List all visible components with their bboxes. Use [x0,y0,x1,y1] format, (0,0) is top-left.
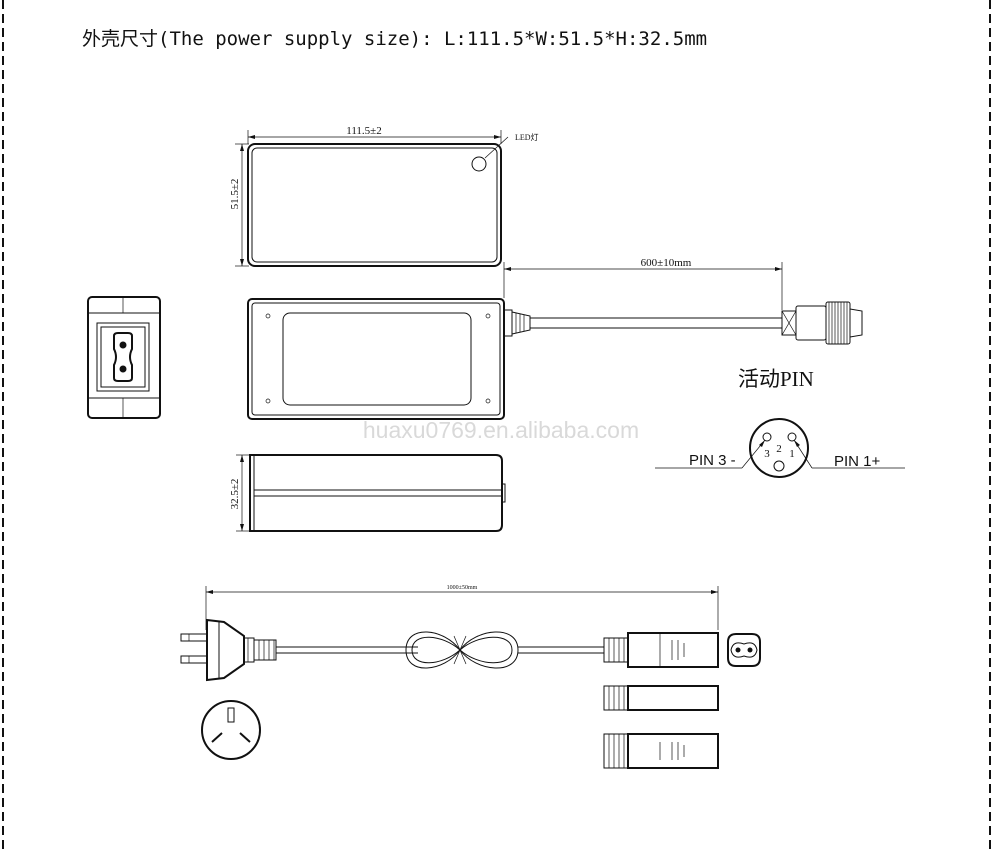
dc-cable-dimension: 600±10mm [641,257,692,269]
top-view: 111.5±2 51.5±2 LED灯 [229,125,539,267]
pin1-label: PIN 1+ [834,453,881,470]
height-view: 32.5±2 [229,454,506,532]
connector-face [749,418,809,478]
pin-connector-diagram: 活动PIN 3 2 1 PIN 3 - PIN 1+ [655,367,905,478]
watermark: huaxu0769.en.alibaba.com [363,417,639,443]
height-dimension: 32.5±2 [229,479,241,510]
pin-2 [773,460,785,472]
front-view: 600±10mm [247,257,863,420]
pin-number-3: 3 [764,448,770,460]
ac-power-cord: 1000±50mm [180,585,761,769]
width-dimension: 51.5±2 [229,179,241,210]
c7-face [727,633,761,667]
led-label: LED灯 [515,132,539,142]
side-view-inlet [87,296,161,419]
pin-3 [762,432,772,442]
pin-number-2: 2 [776,443,782,455]
ac-cable-dimension: 1000±50mm [447,585,478,591]
pin3-label: PIN 3 - [689,452,736,469]
pin-1 [787,432,797,442]
pin-number-1: 1 [789,448,795,460]
pin-title: 活动PIN [738,367,814,391]
au-plug-face [201,700,261,760]
length-dimension: 111.5±2 [346,125,381,137]
led-indicator [471,156,487,172]
page-title: 外壳尺寸(The power supply size): L:111.5*W:5… [82,28,708,50]
